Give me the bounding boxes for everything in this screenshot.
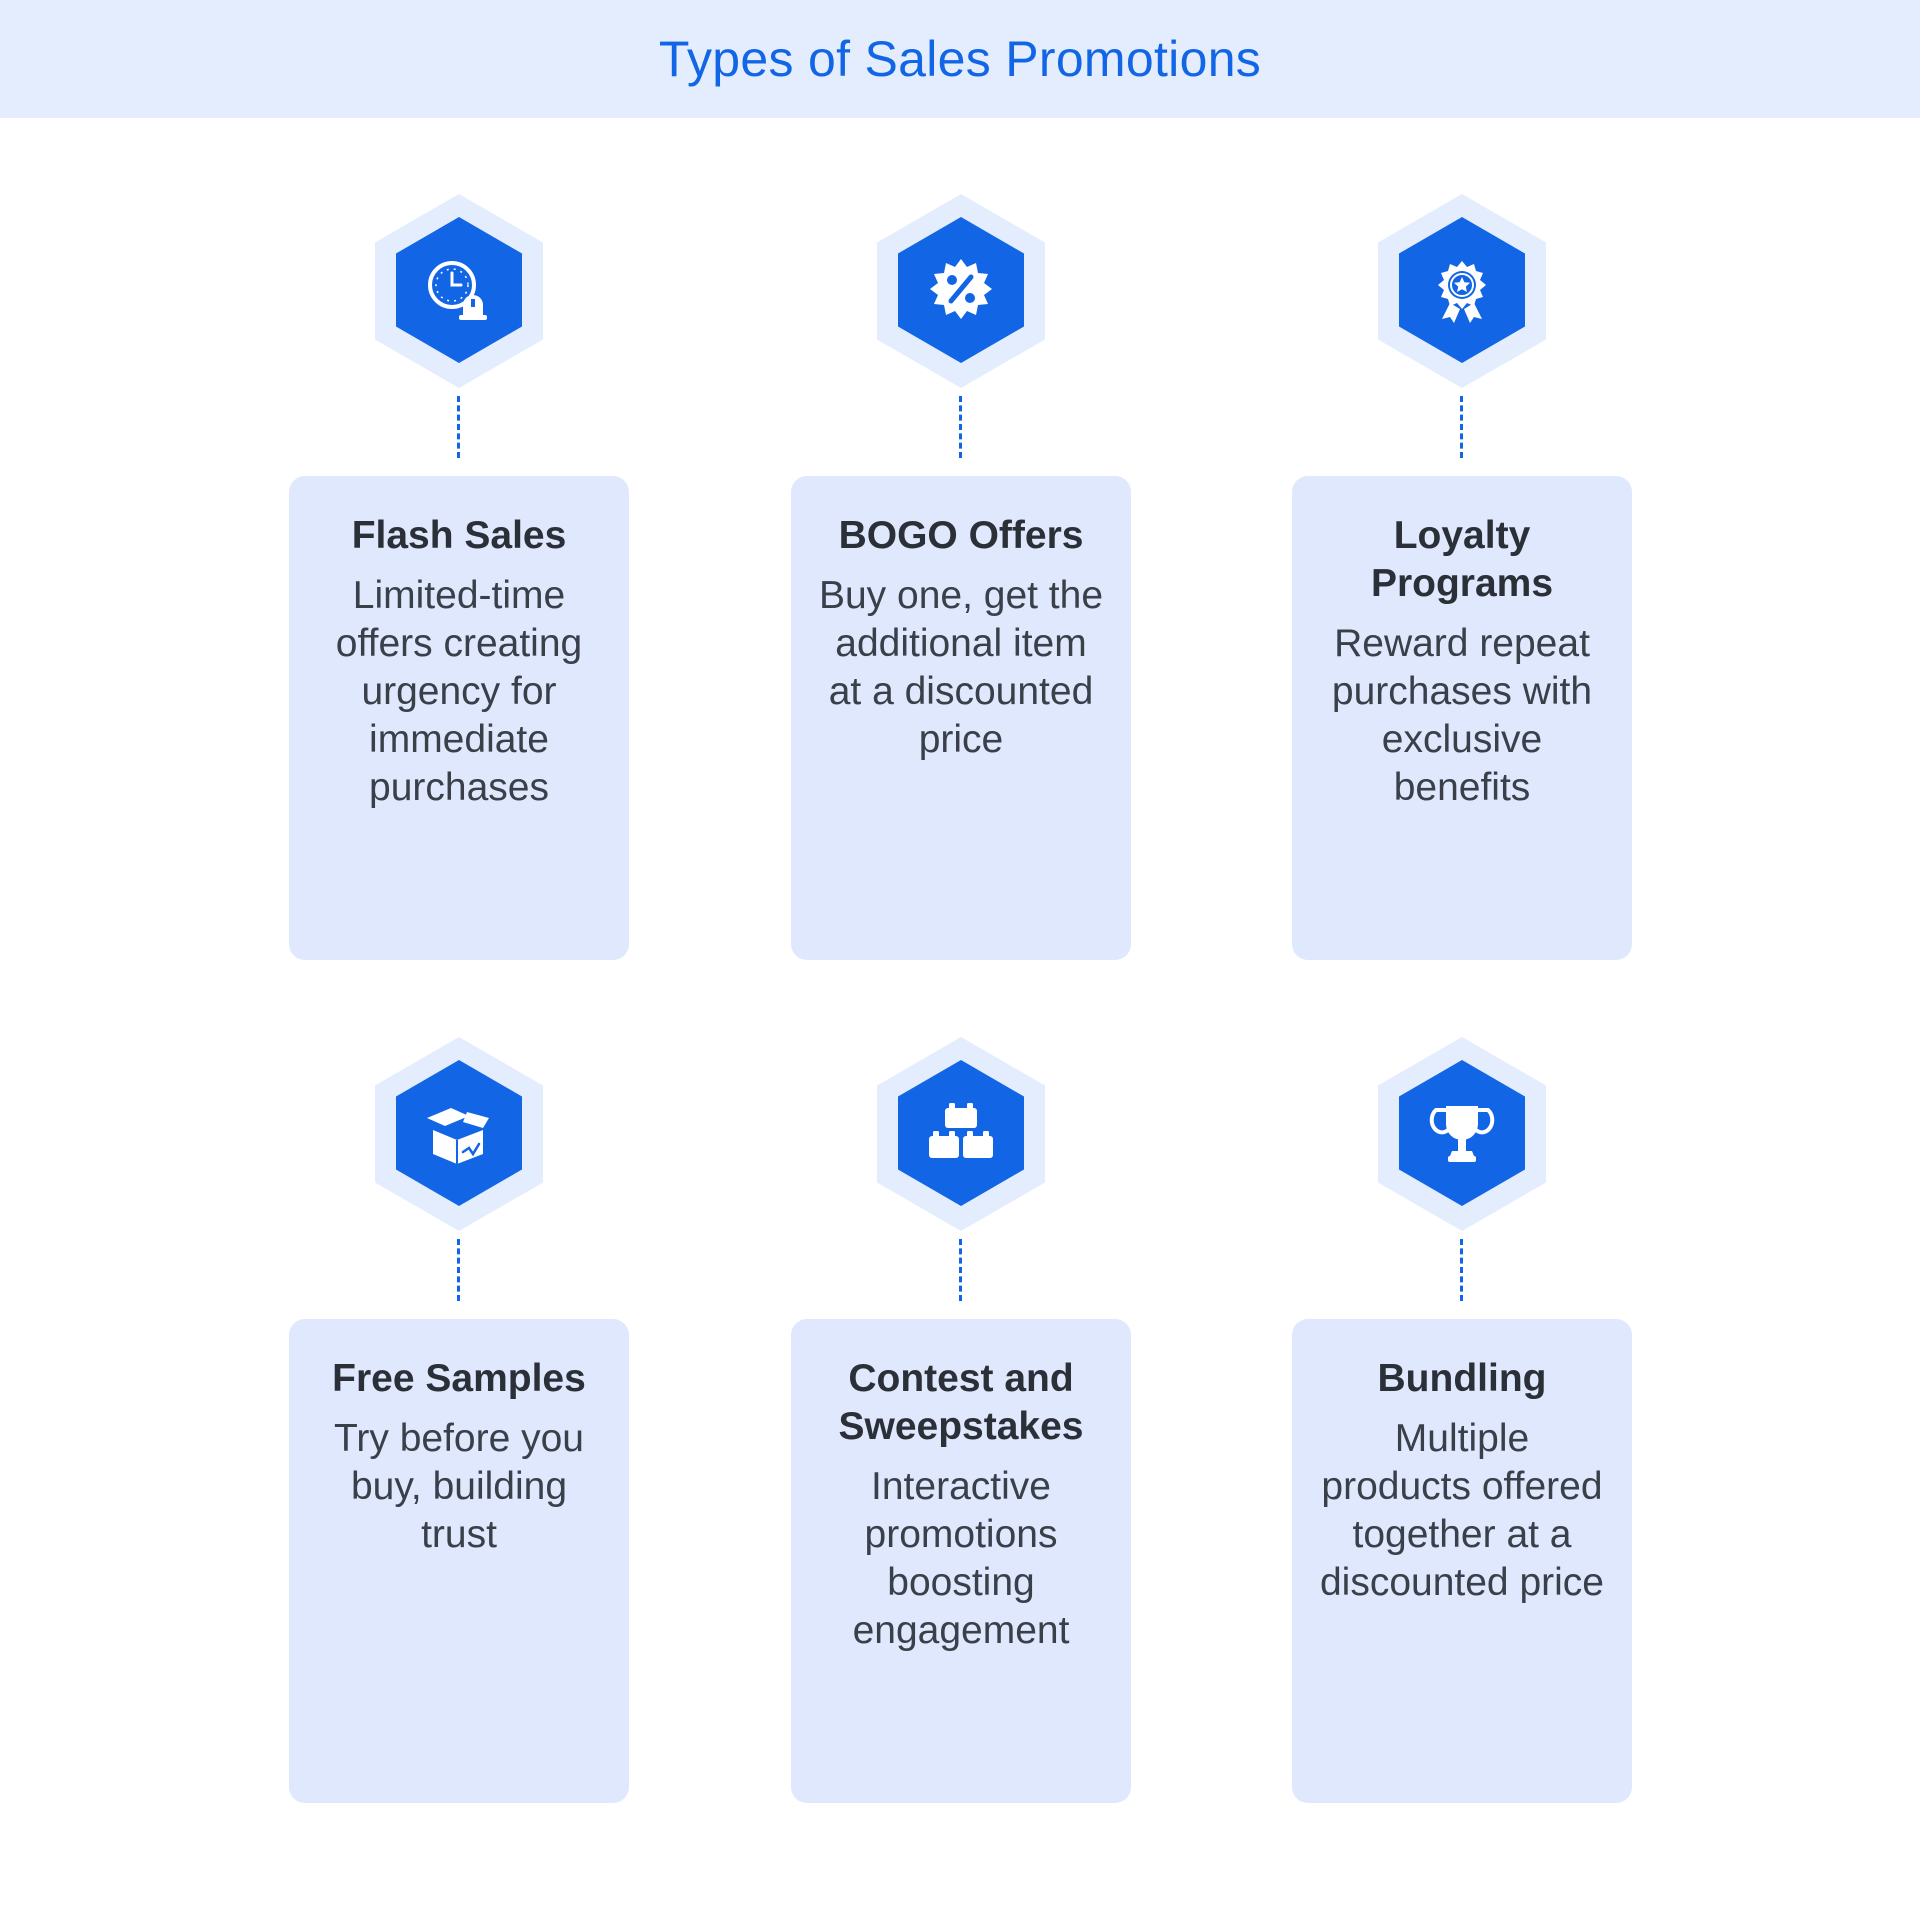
card-title: Loyalty Programs bbox=[1370, 514, 1554, 605]
dashed-connector bbox=[959, 396, 962, 458]
hexagon-badge bbox=[1378, 194, 1546, 388]
card-description: Buy one, get the additional item at a di… bbox=[818, 574, 1104, 761]
dashed-connector bbox=[457, 1239, 460, 1301]
promo-card: Bundling Multiple products offered toget… bbox=[1292, 1319, 1632, 1803]
card-description: Interactive promotions boosting engageme… bbox=[852, 1465, 1070, 1652]
card-title: BOGO Offers bbox=[838, 514, 1084, 557]
percent-badge-icon bbox=[930, 259, 992, 319]
hexagon-badge bbox=[1378, 1037, 1546, 1231]
open-box-icon bbox=[427, 1108, 489, 1164]
promo-card: BOGO Offers Buy one, get the additional … bbox=[791, 476, 1131, 960]
page-title: Types of Sales Promotions bbox=[658, 31, 1262, 87]
dashed-connector bbox=[959, 1239, 962, 1301]
card-description: Reward repeat purchases with exclusive b… bbox=[1331, 622, 1593, 809]
dashed-connector bbox=[457, 396, 460, 458]
card-description: Multiple products offered together at a … bbox=[1319, 1417, 1604, 1604]
header-banner: Types of Sales Promotions bbox=[0, 0, 1920, 118]
card-title: Bundling bbox=[1377, 1357, 1547, 1400]
dashed-connector bbox=[1460, 1239, 1463, 1301]
promo-card: Contest and Sweepstakes Interactive prom… bbox=[791, 1319, 1131, 1803]
hexagon-badge bbox=[877, 194, 1045, 388]
hexagon-badge bbox=[375, 1037, 543, 1231]
hexagon-badge bbox=[877, 1037, 1045, 1231]
promo-card: Free Samples Try before you buy, buildin… bbox=[289, 1319, 629, 1803]
card-title: Free Samples bbox=[332, 1357, 586, 1400]
card-title: Contest and Sweepstakes bbox=[838, 1357, 1084, 1448]
medal-star-icon bbox=[1438, 261, 1486, 323]
promo-card: Loyalty Programs Reward repeat purchases… bbox=[1292, 476, 1632, 960]
promo-card: Flash Sales Limited-time offers creating… bbox=[289, 476, 629, 960]
blocks-icon bbox=[929, 1103, 993, 1158]
card-description: Limited-time offers creating urgency for… bbox=[335, 574, 583, 809]
card-title: Flash Sales bbox=[351, 514, 567, 557]
dashed-connector bbox=[1460, 396, 1463, 458]
trophy-icon bbox=[1429, 1106, 1495, 1162]
clock-alarm-icon bbox=[428, 261, 487, 320]
card-description: Try before you buy, building trust bbox=[334, 1417, 584, 1556]
hexagon-badge bbox=[375, 194, 543, 388]
